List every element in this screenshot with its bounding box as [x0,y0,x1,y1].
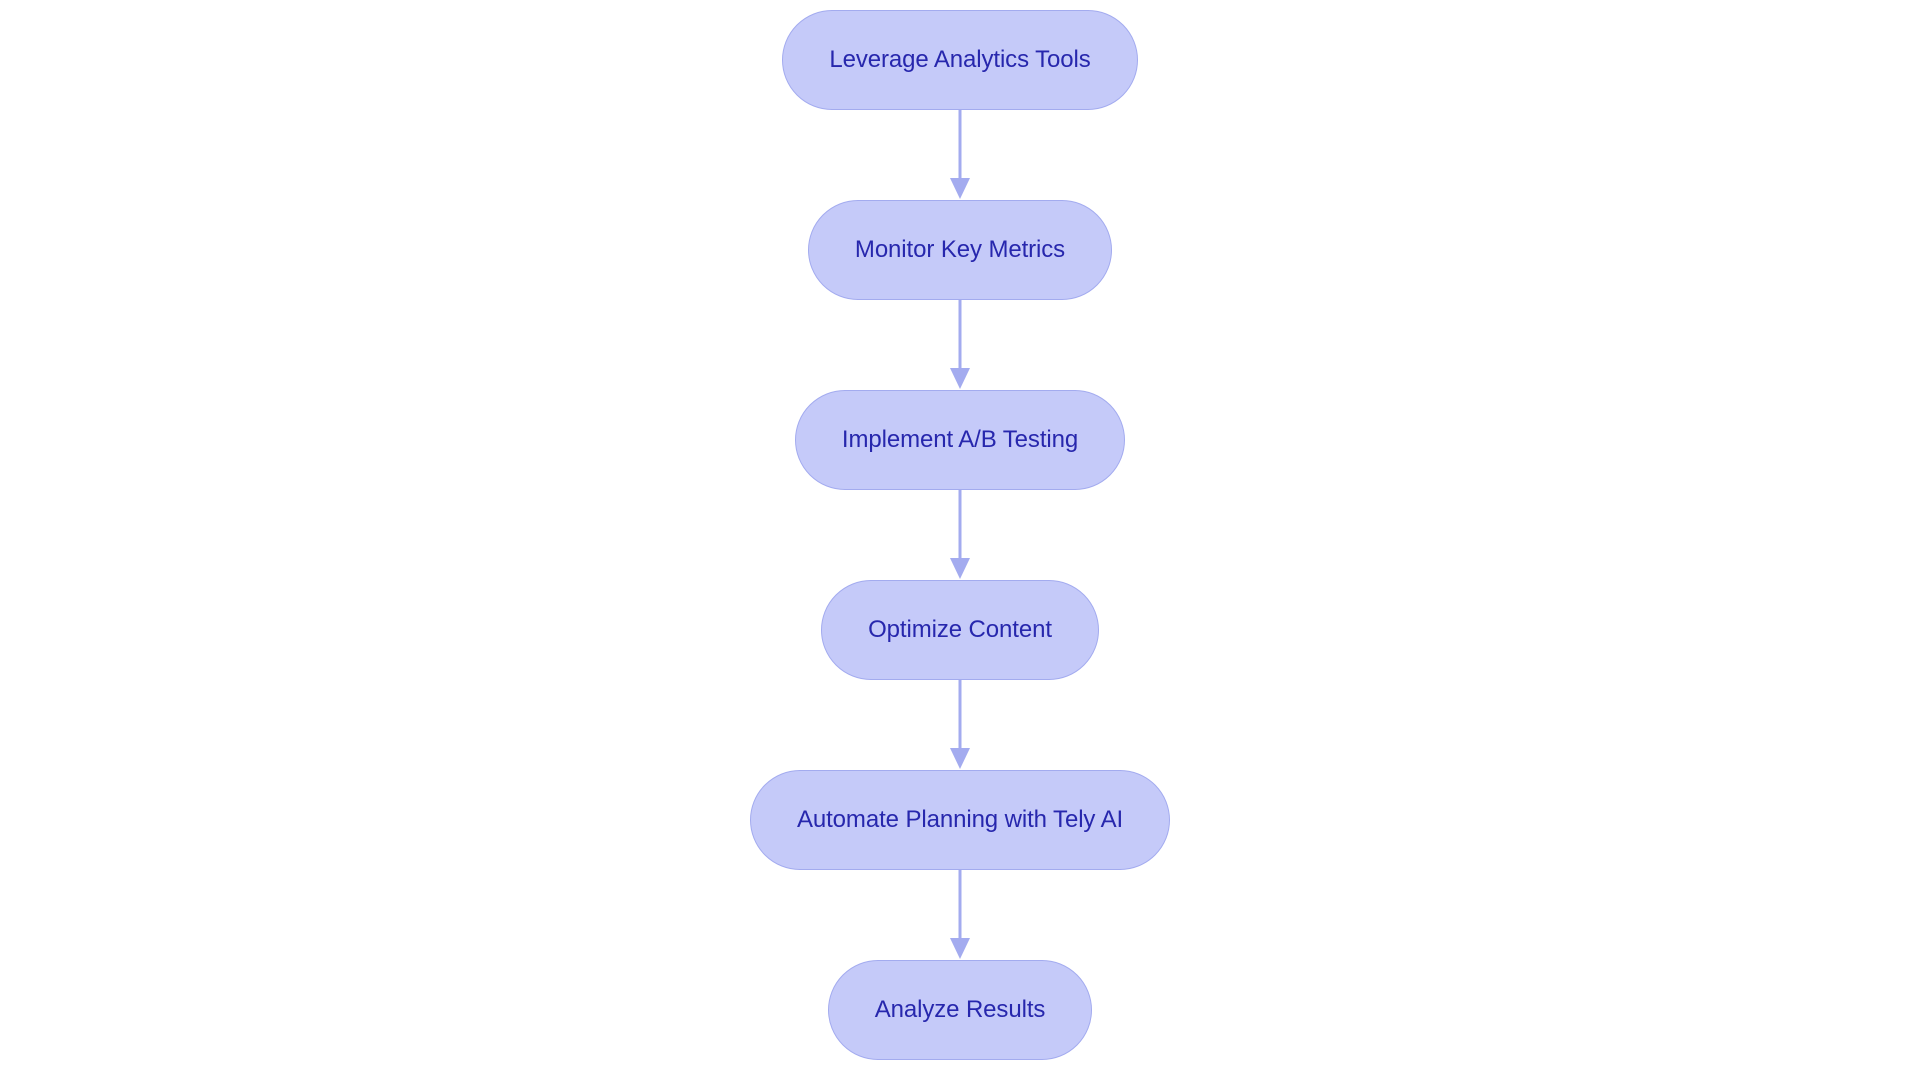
flow-node-label: Leverage Analytics Tools [829,46,1091,73]
flow-edge-n3-n4 [947,490,973,580]
flow-node-automate-planning-with-tely-ai[interactable]: Automate Planning with Tely AI [749,770,1171,870]
flow-node-label: Monitor Key Metrics [854,236,1066,263]
flow-edge-n2-n3 [947,300,973,390]
flow-node-implement-ab-testing[interactable]: Implement A/B Testing [794,390,1126,490]
flow-node-label: Analyze Results [874,996,1046,1023]
flow-edge-n4-n5 [947,680,973,770]
flow-edge-n1-n2 [947,110,973,200]
flow-node-analyze-results[interactable]: Analyze Results [827,960,1093,1060]
flow-node-label: Implement A/B Testing [841,426,1079,453]
flow-edge-n5-n6 [947,870,973,960]
flow-node-leverage-analytics-tools[interactable]: Leverage Analytics Tools [782,10,1138,110]
flow-node-label: Automate Planning with Tely AI [796,806,1124,833]
flow-node-label: Optimize Content [868,616,1052,643]
flow-node-optimize-content[interactable]: Optimize Content [821,580,1099,680]
flow-node-monitor-key-metrics[interactable]: Monitor Key Metrics [807,200,1113,300]
